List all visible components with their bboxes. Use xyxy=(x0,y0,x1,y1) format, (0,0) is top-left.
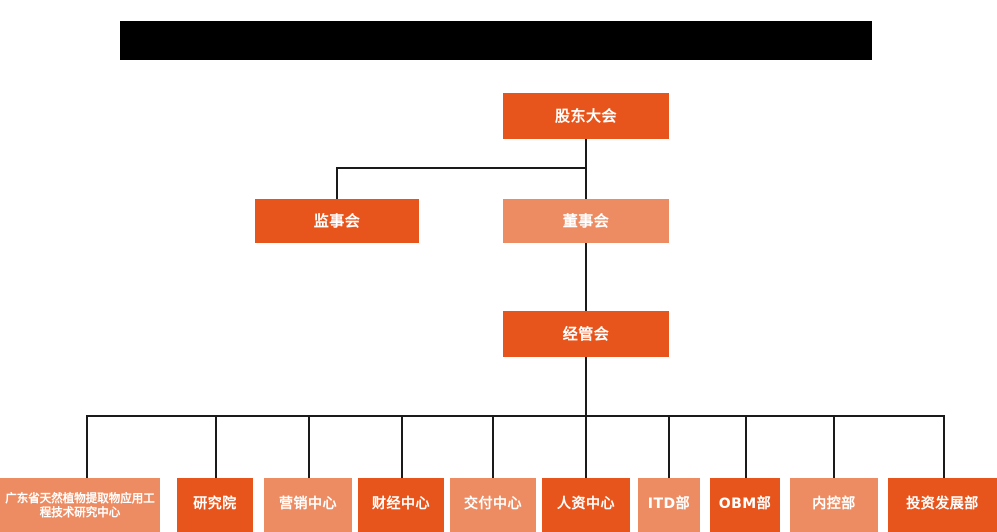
connector-drop-delivery-center xyxy=(492,415,494,478)
connector-drop-marketing-center xyxy=(308,415,310,478)
connector-level4-bus xyxy=(86,415,945,417)
org-node-itd-dept[interactable]: ITD部 xyxy=(638,478,700,532)
org-node-hr-center[interactable]: 人资中心 xyxy=(542,478,630,532)
connector-shareholders-stem xyxy=(585,139,587,169)
connector-drop-institute xyxy=(215,415,217,478)
org-node-management[interactable]: 经管会 xyxy=(503,311,669,357)
org-node-investment-dev-dept[interactable]: 投资发展部 xyxy=(888,478,997,532)
org-node-internal-control-dept[interactable]: 内控部 xyxy=(790,478,878,532)
redacted-title-bar xyxy=(120,21,872,60)
connector-drop-finance-center xyxy=(401,415,403,478)
org-node-obm-dept[interactable]: OBM部 xyxy=(710,478,780,532)
connector-drop-hr-center xyxy=(585,415,587,478)
connector-drop-obm-dept xyxy=(745,415,747,478)
connector-directors-to-management xyxy=(585,243,587,311)
org-node-institute[interactable]: 研究院 xyxy=(177,478,253,532)
org-node-marketing-center[interactable]: 营销中心 xyxy=(264,478,352,532)
connector-drop-investment-dev-dept xyxy=(943,415,945,478)
connector-drop-itd-dept xyxy=(668,415,670,478)
connector-drop-supervisors xyxy=(336,167,338,199)
org-node-research-center[interactable]: 广东省天然植物提取物应用工程技术研究中心 xyxy=(0,478,160,532)
org-node-directors[interactable]: 董事会 xyxy=(503,199,669,243)
connector-drop-research-center xyxy=(86,415,88,478)
org-node-finance-center[interactable]: 财经中心 xyxy=(358,478,444,532)
connector-drop-internal-control-dept xyxy=(833,415,835,478)
org-node-shareholders[interactable]: 股东大会 xyxy=(503,93,669,139)
org-node-delivery-center[interactable]: 交付中心 xyxy=(450,478,536,532)
connector-drop-directors xyxy=(585,167,587,199)
connector-level2-bus xyxy=(336,167,587,169)
org-node-supervisors[interactable]: 监事会 xyxy=(255,199,419,243)
connector-management-stem xyxy=(585,357,587,416)
